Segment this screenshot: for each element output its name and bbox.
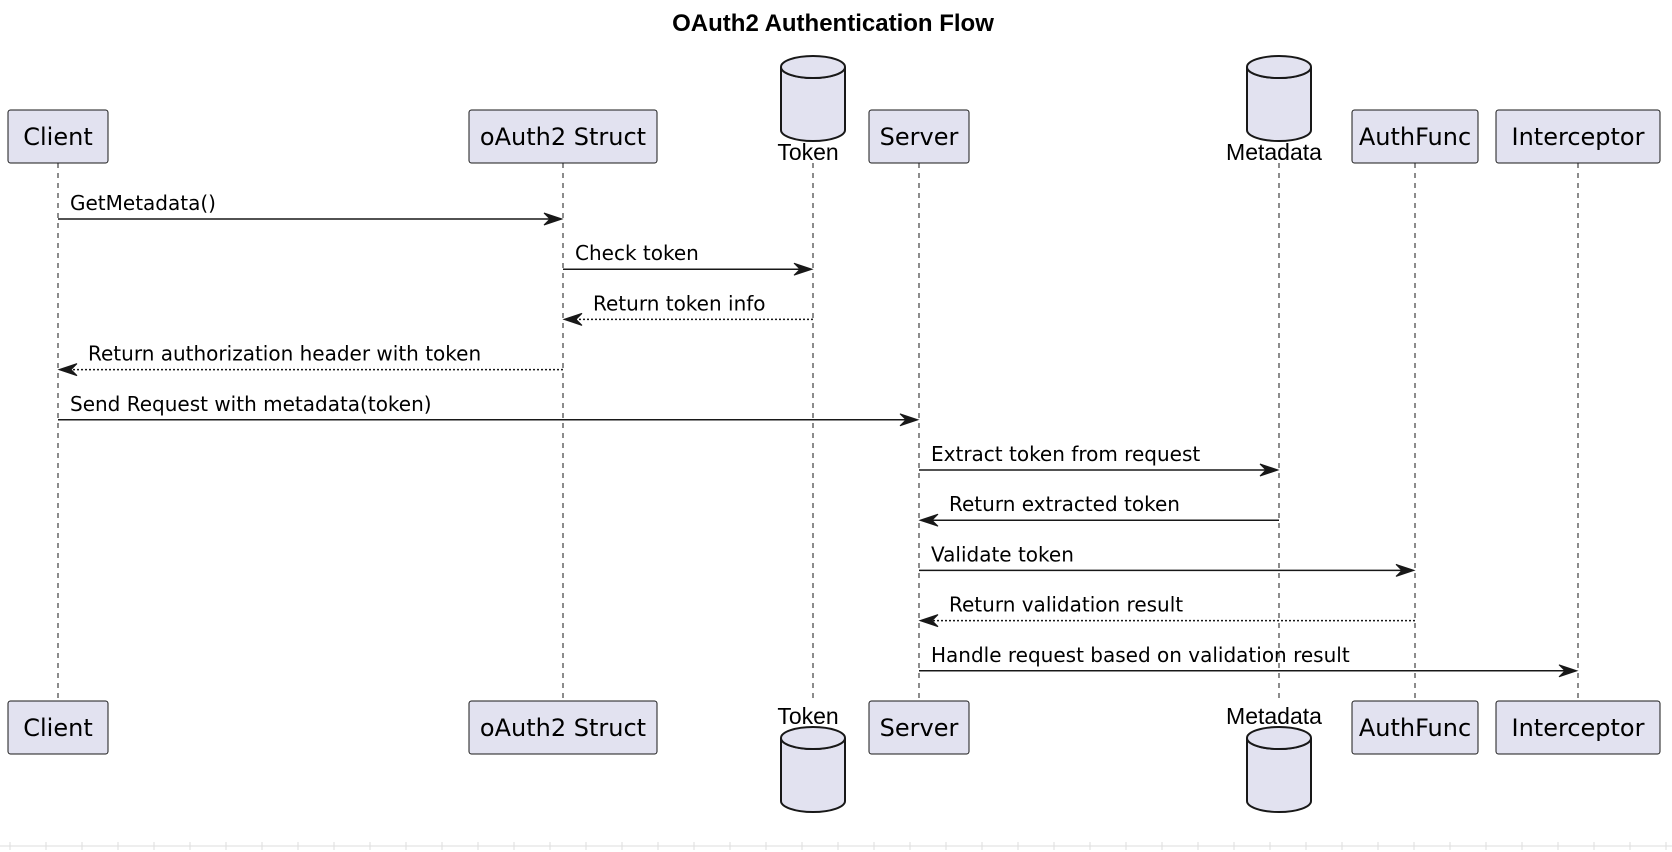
participant-metadata-bottom: Metadata [1226, 703, 1322, 813]
participant-box [868, 700, 970, 755]
database-icon [1246, 738, 1312, 813]
database-icon [780, 67, 846, 142]
arrowhead-icon [543, 212, 564, 226]
participant-label: Interceptor [1512, 123, 1645, 151]
participant-box [1495, 700, 1661, 755]
message: Send Request with metadata(token) [58, 392, 920, 427]
message: Extract token from request [919, 442, 1280, 477]
message: Handle request based on validation resul… [919, 643, 1579, 678]
message: Return token info [562, 291, 813, 326]
participant-label: Server [880, 714, 959, 742]
message-label: Return validation result [949, 593, 1183, 617]
participant-server-top: Server [868, 109, 970, 164]
database-rim-icon [1246, 737, 1312, 750]
participant-box [468, 700, 658, 755]
message-label: Return extracted token [949, 492, 1180, 516]
participant-client-bottom: Client [7, 700, 109, 755]
arrowhead-icon [918, 513, 939, 527]
participant-client-top: Client [7, 109, 109, 164]
message: GetMetadata() [58, 191, 564, 226]
participant-box [1495, 109, 1661, 164]
arrowhead-icon [57, 363, 78, 377]
participant-box [468, 109, 658, 164]
participant-box [1351, 700, 1479, 755]
message: Validate token [919, 542, 1416, 577]
message-label: Extract token from request [931, 442, 1200, 466]
message-label: Check token [575, 241, 699, 265]
arrowhead-icon [1395, 563, 1416, 577]
message: Check token [563, 241, 814, 276]
participant-label: Server [880, 123, 959, 151]
participant-label: Interceptor [1512, 714, 1645, 742]
participant-interceptor-bottom: Interceptor [1495, 700, 1661, 755]
arrowhead-icon [1259, 463, 1280, 477]
message-label: Handle request based on validation resul… [931, 643, 1350, 667]
bottom-ruler [0, 842, 1672, 850]
participant-label: Token [777, 703, 838, 729]
diagram-title: OAuth2 Authentication Flow [672, 10, 994, 37]
participant-box [1351, 109, 1479, 164]
participant-authfunc-bottom: AuthFunc [1351, 700, 1479, 755]
participant-label: Client [23, 714, 92, 742]
participant-label: Token [777, 139, 838, 165]
arrowhead-icon [793, 262, 814, 276]
database-rim-icon [1246, 66, 1312, 79]
message: Return extracted token [918, 492, 1279, 527]
database-icon [1246, 67, 1312, 142]
participant-box [7, 700, 109, 755]
arrowhead-icon [899, 413, 920, 427]
participant-label: Metadata [1226, 139, 1322, 165]
message: Return validation result [918, 593, 1415, 628]
arrowhead-icon [1558, 664, 1579, 678]
message-label: Send Request with metadata(token) [70, 392, 432, 416]
arrowhead-icon [562, 312, 583, 326]
message: Return authorization header with token [57, 342, 563, 377]
participant-server-bottom: Server [868, 700, 970, 755]
arrowhead-icon [918, 614, 939, 628]
message-label: GetMetadata() [70, 191, 216, 215]
participant-box [7, 109, 109, 164]
participant-label: oAuth2 Struct [480, 714, 646, 742]
message-label: Return token info [593, 291, 766, 315]
database-rim-icon [780, 737, 846, 750]
participant-label: AuthFunc [1359, 123, 1471, 151]
database-icon [780, 738, 846, 813]
participant-label: Metadata [1226, 703, 1322, 729]
participant-oauth2-top: oAuth2 Struct [468, 109, 658, 164]
participant-oauth2-bottom: oAuth2 Struct [468, 700, 658, 755]
participant-token-bottom: Token [777, 703, 846, 813]
message-label: Return authorization header with token [88, 342, 481, 366]
participant-label: oAuth2 Struct [480, 123, 646, 151]
participant-interceptor-top: Interceptor [1495, 109, 1661, 164]
participant-metadata-top: Metadata [1226, 55, 1322, 165]
participant-label: Client [23, 123, 92, 151]
participant-box [868, 109, 970, 164]
database-rim-icon [780, 66, 846, 79]
participant-token-top: Token [777, 55, 846, 165]
message-label: Validate token [931, 542, 1074, 566]
participant-label: AuthFunc [1359, 714, 1471, 742]
participant-authfunc-top: AuthFunc [1351, 109, 1479, 164]
